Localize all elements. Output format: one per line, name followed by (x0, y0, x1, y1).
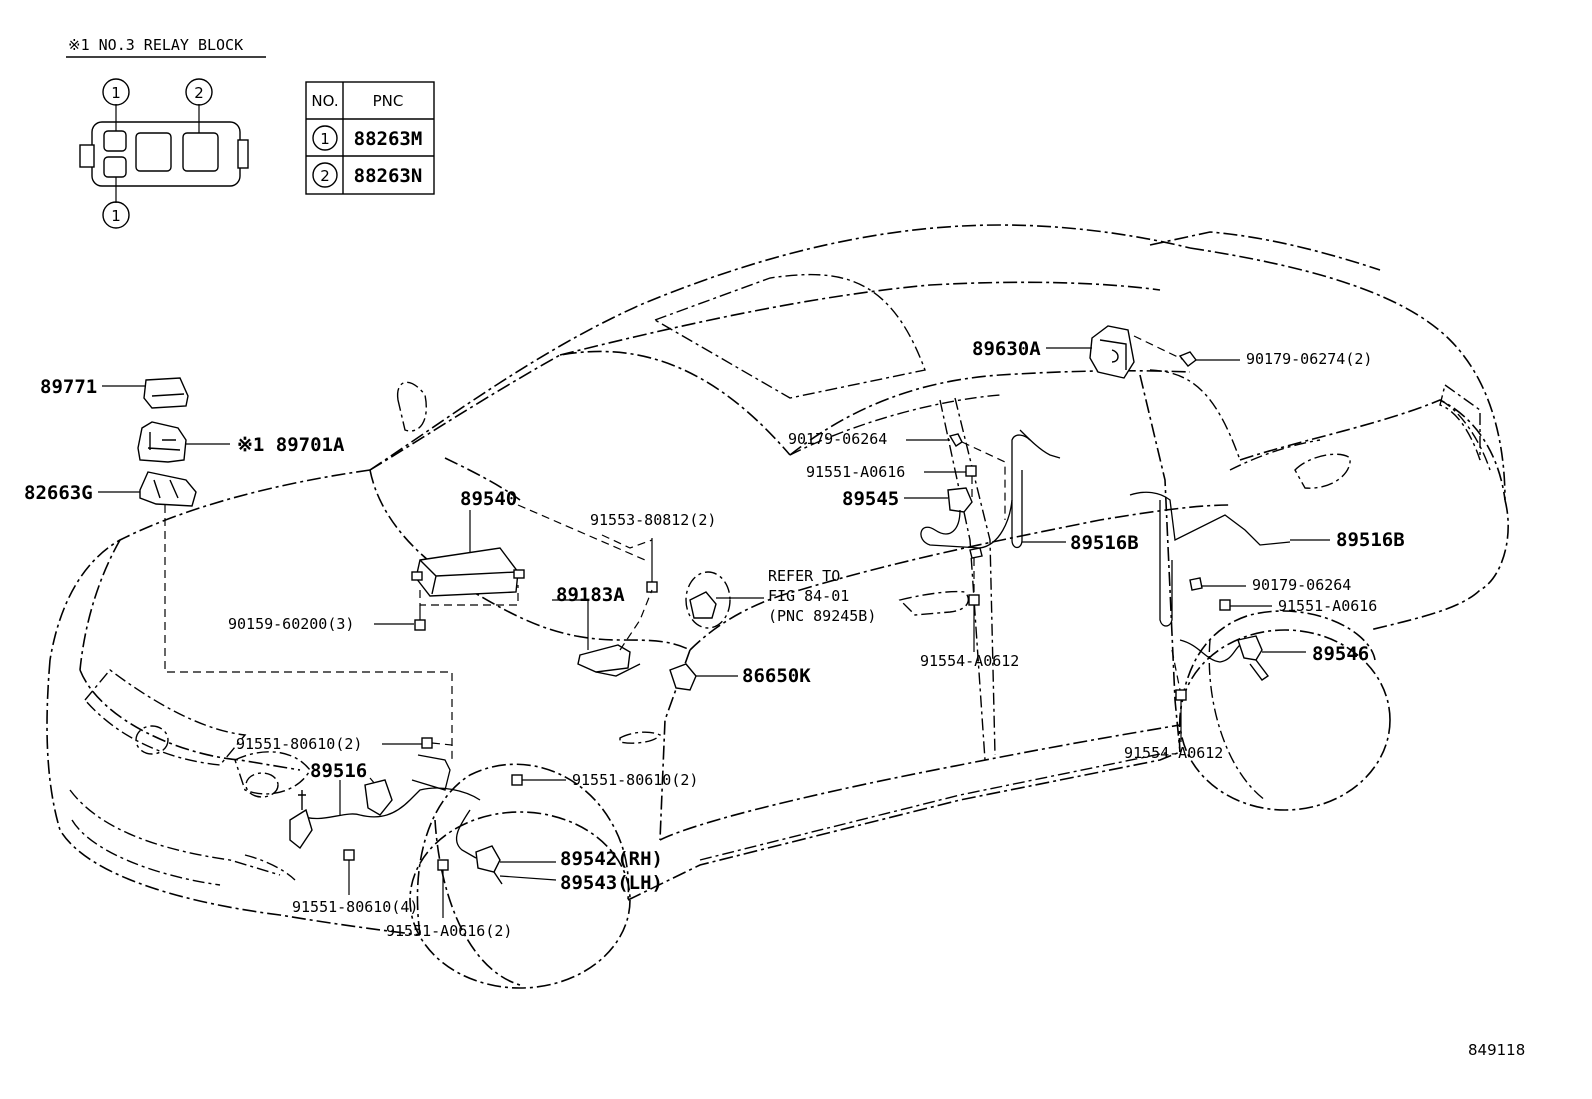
label-86650K: 86650K (742, 665, 811, 687)
label-89546: 89546 (1312, 643, 1369, 665)
label-89516B-a: 89516B (1070, 532, 1139, 554)
table-header-no: NO. (311, 92, 338, 110)
label-91551-80610-a: 91551-80610(2) (236, 735, 362, 753)
part-refer-89245B: REFER TO FIG 84-01 (PNC 89245B) (685, 567, 876, 629)
label-91554-A0612-b: 91554-A0612 (1124, 744, 1223, 762)
table-row-1-marker (312, 125, 338, 151)
svg-text:1: 1 (111, 84, 121, 102)
label-89542: 89542(RH) (560, 848, 663, 870)
label-90179-06274: 90179-06274(2) (1246, 350, 1372, 368)
table-row-2-marker (312, 162, 338, 188)
svg-text:1: 1 (111, 207, 121, 225)
figure-number: 849118 (1468, 1041, 1525, 1059)
label-89516: 89516 (310, 760, 367, 782)
part-89771: 89771 (40, 376, 189, 409)
label-89771: 89771 (40, 376, 97, 398)
car-outline (46, 224, 1509, 989)
label-91553-80812: 91553-80812(2) (590, 511, 716, 529)
label-82663G: 82663G (24, 482, 93, 504)
part-89546-area: 89516B 90179-06264 91551-A0616 89546 915… (1124, 491, 1405, 762)
label-89516B-b: 89516B (1336, 529, 1405, 551)
part-82663G: 82663G (24, 471, 197, 507)
part-89630A: 89630A 90179-06274(2) (972, 325, 1372, 379)
label-91551-80610-b: 91551-80610(2) (572, 771, 698, 789)
label-89701A: ※1 89701A (237, 434, 345, 456)
label-91551-A0616-c: 91551-A0616(2) (386, 922, 512, 940)
label-90159-60200: 90159-60200(3) (228, 615, 354, 633)
table-header-pnc: PNC (373, 92, 404, 110)
label-89540: 89540 (460, 488, 517, 510)
label-91551-A0616-b: 91551-A0616 (1278, 597, 1377, 615)
label-91551-80610-c: 91551-80610(4) (292, 898, 418, 916)
part-89701A: ※1 89701A (137, 421, 345, 463)
label-89630A: 89630A (972, 338, 1041, 360)
pnc-table: NO. PNC 1 88263M 2 88263N (305, 81, 435, 195)
label-89543: 89543(LH) (560, 872, 663, 894)
label-90179-06264-a: 90179-06264 (788, 430, 887, 448)
label-89183A: 89183A (556, 584, 625, 606)
part-89540: 89540 (411, 488, 646, 631)
svg-text:1: 1 (320, 130, 330, 148)
svg-text:2: 2 (320, 167, 330, 185)
table-row-1-pnc: 88263M (354, 128, 423, 150)
refer-line-2: FIG 84-01 (768, 587, 849, 605)
relay-block-inset: ※1 NO.3 RELAY BLOCK 1 2 1 (66, 36, 266, 229)
refer-line-3: (PNC 89245B) (768, 607, 876, 625)
relay-marker-2 (185, 78, 213, 106)
label-90179-06264-b: 90179-06264 (1252, 576, 1351, 594)
part-89545-area: 90179-06264 91551-A0616 89545 89516B 915… (788, 429, 1139, 670)
svg-text:2: 2 (194, 84, 204, 102)
part-front-harness: 91551-80610(2) 89516 91551-80610(2) 8954… (236, 735, 698, 940)
relay-block-location-leader (164, 505, 453, 750)
label-91554-A0612-a: 91554-A0612 (920, 652, 1019, 670)
table-row-2-pnc: 88263N (354, 165, 423, 187)
bolt-91553 (646, 581, 658, 593)
relay-block-title: ※1 NO.3 RELAY BLOCK (68, 36, 243, 54)
part-89183A: 89183A (552, 584, 653, 677)
refer-line-1: REFER TO (768, 567, 840, 585)
relay-marker-1-bottom (102, 201, 130, 229)
label-91551-A0616-a: 91551-A0616 (806, 463, 905, 481)
label-89545: 89545 (842, 488, 899, 510)
relay-block-drawing (79, 121, 249, 187)
relay-marker-1-top (102, 78, 130, 106)
part-86650K: 86650K (669, 663, 811, 691)
